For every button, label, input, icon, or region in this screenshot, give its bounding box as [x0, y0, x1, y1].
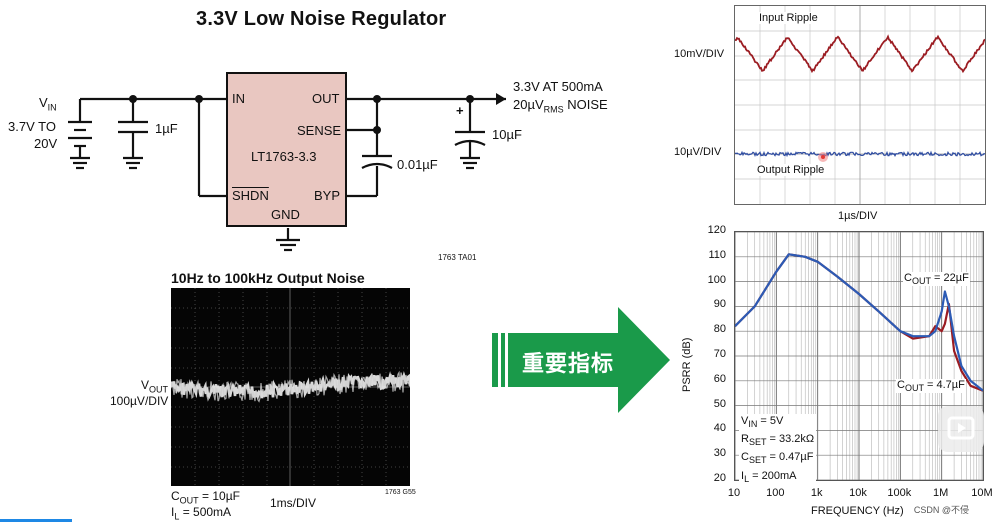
output-capacitor-label: 10µF: [492, 127, 522, 142]
psrr-ytick: 50: [713, 397, 726, 410]
pin-byp-label: BYP: [314, 188, 341, 203]
psrr-xtick: 10M: [971, 487, 993, 499]
vin-range-line1: 3.7V TO: [8, 119, 56, 134]
psrr-ytick: 80: [713, 323, 726, 336]
psrr-xtick: 10k: [849, 487, 867, 499]
input-ripple-label: Input Ripple: [757, 12, 820, 24]
callout-arrow: [492, 307, 670, 413]
schematic-ref-code: 1763 TA01: [438, 253, 477, 262]
output-spec-line1: 3.3V AT 500mA: [513, 79, 603, 94]
psrr-ytick: 120: [707, 224, 726, 236]
input-capacitor-label: 1µF: [155, 121, 178, 136]
callout-label: 重要指标: [522, 351, 615, 376]
video-play-overlay[interactable]: [938, 406, 984, 452]
annotation-cout-22uf: COUT = 22µF: [903, 272, 970, 287]
vin-range-line2: 20V: [34, 136, 58, 151]
output-ripple-scale: 10µV/DIV: [674, 146, 722, 158]
psrr-ylabel: PSRR (dB): [681, 337, 693, 392]
noise-scope-graticule: [169, 288, 412, 486]
cond-vin: VIN = 5V: [741, 415, 784, 430]
cond-il: IL = 200mA: [741, 469, 797, 484]
vin-label: VIN: [39, 95, 57, 113]
polarity-plus-label: +: [456, 103, 464, 118]
output-spec-line2: 20µVRMS NOISE: [513, 97, 608, 115]
output-ripple-label: Output Ripple: [755, 164, 827, 176]
psrr-xtick: 10: [727, 487, 741, 499]
pin-out-label: OUT: [312, 91, 340, 106]
psrr-ytick: 110: [708, 248, 726, 261]
scope-ref-code: 1763 G55: [385, 489, 416, 496]
annotation-cout-4p7uf: COUT = 4.7µF: [896, 379, 966, 394]
psrr-xtick: 100: [766, 487, 785, 499]
regulator-chip: [226, 72, 347, 227]
play-icon: [947, 416, 975, 440]
ripple-plot-graticule: [734, 6, 986, 204]
ripple-timebase: 1µs/DIV: [838, 210, 878, 222]
scope-timebase: 1ms/DIV: [270, 496, 317, 510]
psrr-series-cout-22uf: [734, 253, 984, 392]
scope-cond-il: IL = 500mA: [171, 505, 232, 522]
psrr-xtick: 100k: [887, 487, 912, 499]
cond-cset: CSET = 0.47µF: [741, 451, 814, 466]
noise-scope-display: [169, 288, 412, 486]
schematic-wires: [68, 93, 506, 252]
psrr-xtick: 1M: [933, 487, 949, 499]
scope-yscale: 100µV/DIV: [110, 394, 169, 408]
accent-bar: [0, 519, 72, 522]
pin-in-label: IN: [232, 91, 245, 106]
pin-gnd-label: GND: [271, 207, 300, 222]
pin-sense-label: SENSE: [297, 123, 342, 138]
scope-ylabel: VOUT: [141, 378, 169, 395]
psrr-ytick: 60: [713, 372, 726, 385]
psrr-conditions: VIN = 5V RSET = 33.2kΩ CSET = 0.47µF IL …: [739, 414, 817, 487]
pin-shdn-label: SHDN: [232, 188, 269, 203]
psrr-xtick: 1k: [810, 487, 823, 499]
psrr-ytick: 30: [713, 447, 726, 460]
input-ripple-scale: 10mV/DIV: [674, 48, 725, 60]
chip-name-label: LT1763-3.3: [251, 149, 317, 164]
psrr-xlabel: FREQUENCY (Hz): [811, 505, 904, 517]
watermark: CSDN @不侵: [913, 505, 969, 515]
psrr-ytick: 100: [707, 273, 726, 286]
noise-plot-heading: 10Hz to 100kHz Output Noise: [171, 270, 365, 286]
cursor-dot: [821, 155, 825, 159]
psrr-ytick: 40: [713, 422, 726, 435]
psrr-ytick: 70: [713, 348, 726, 360]
psrr-ytick: 20: [713, 472, 726, 484]
schematic-title: 3.3V Low Noise Regulator: [196, 8, 447, 30]
scope-cond-cout: COUT = 10µF: [171, 489, 240, 506]
bypass-capacitor-label: 0.01µF: [397, 157, 438, 172]
psrr-ytick: 90: [713, 298, 726, 311]
cond-rset: RSET = 33.2kΩ: [741, 433, 815, 448]
